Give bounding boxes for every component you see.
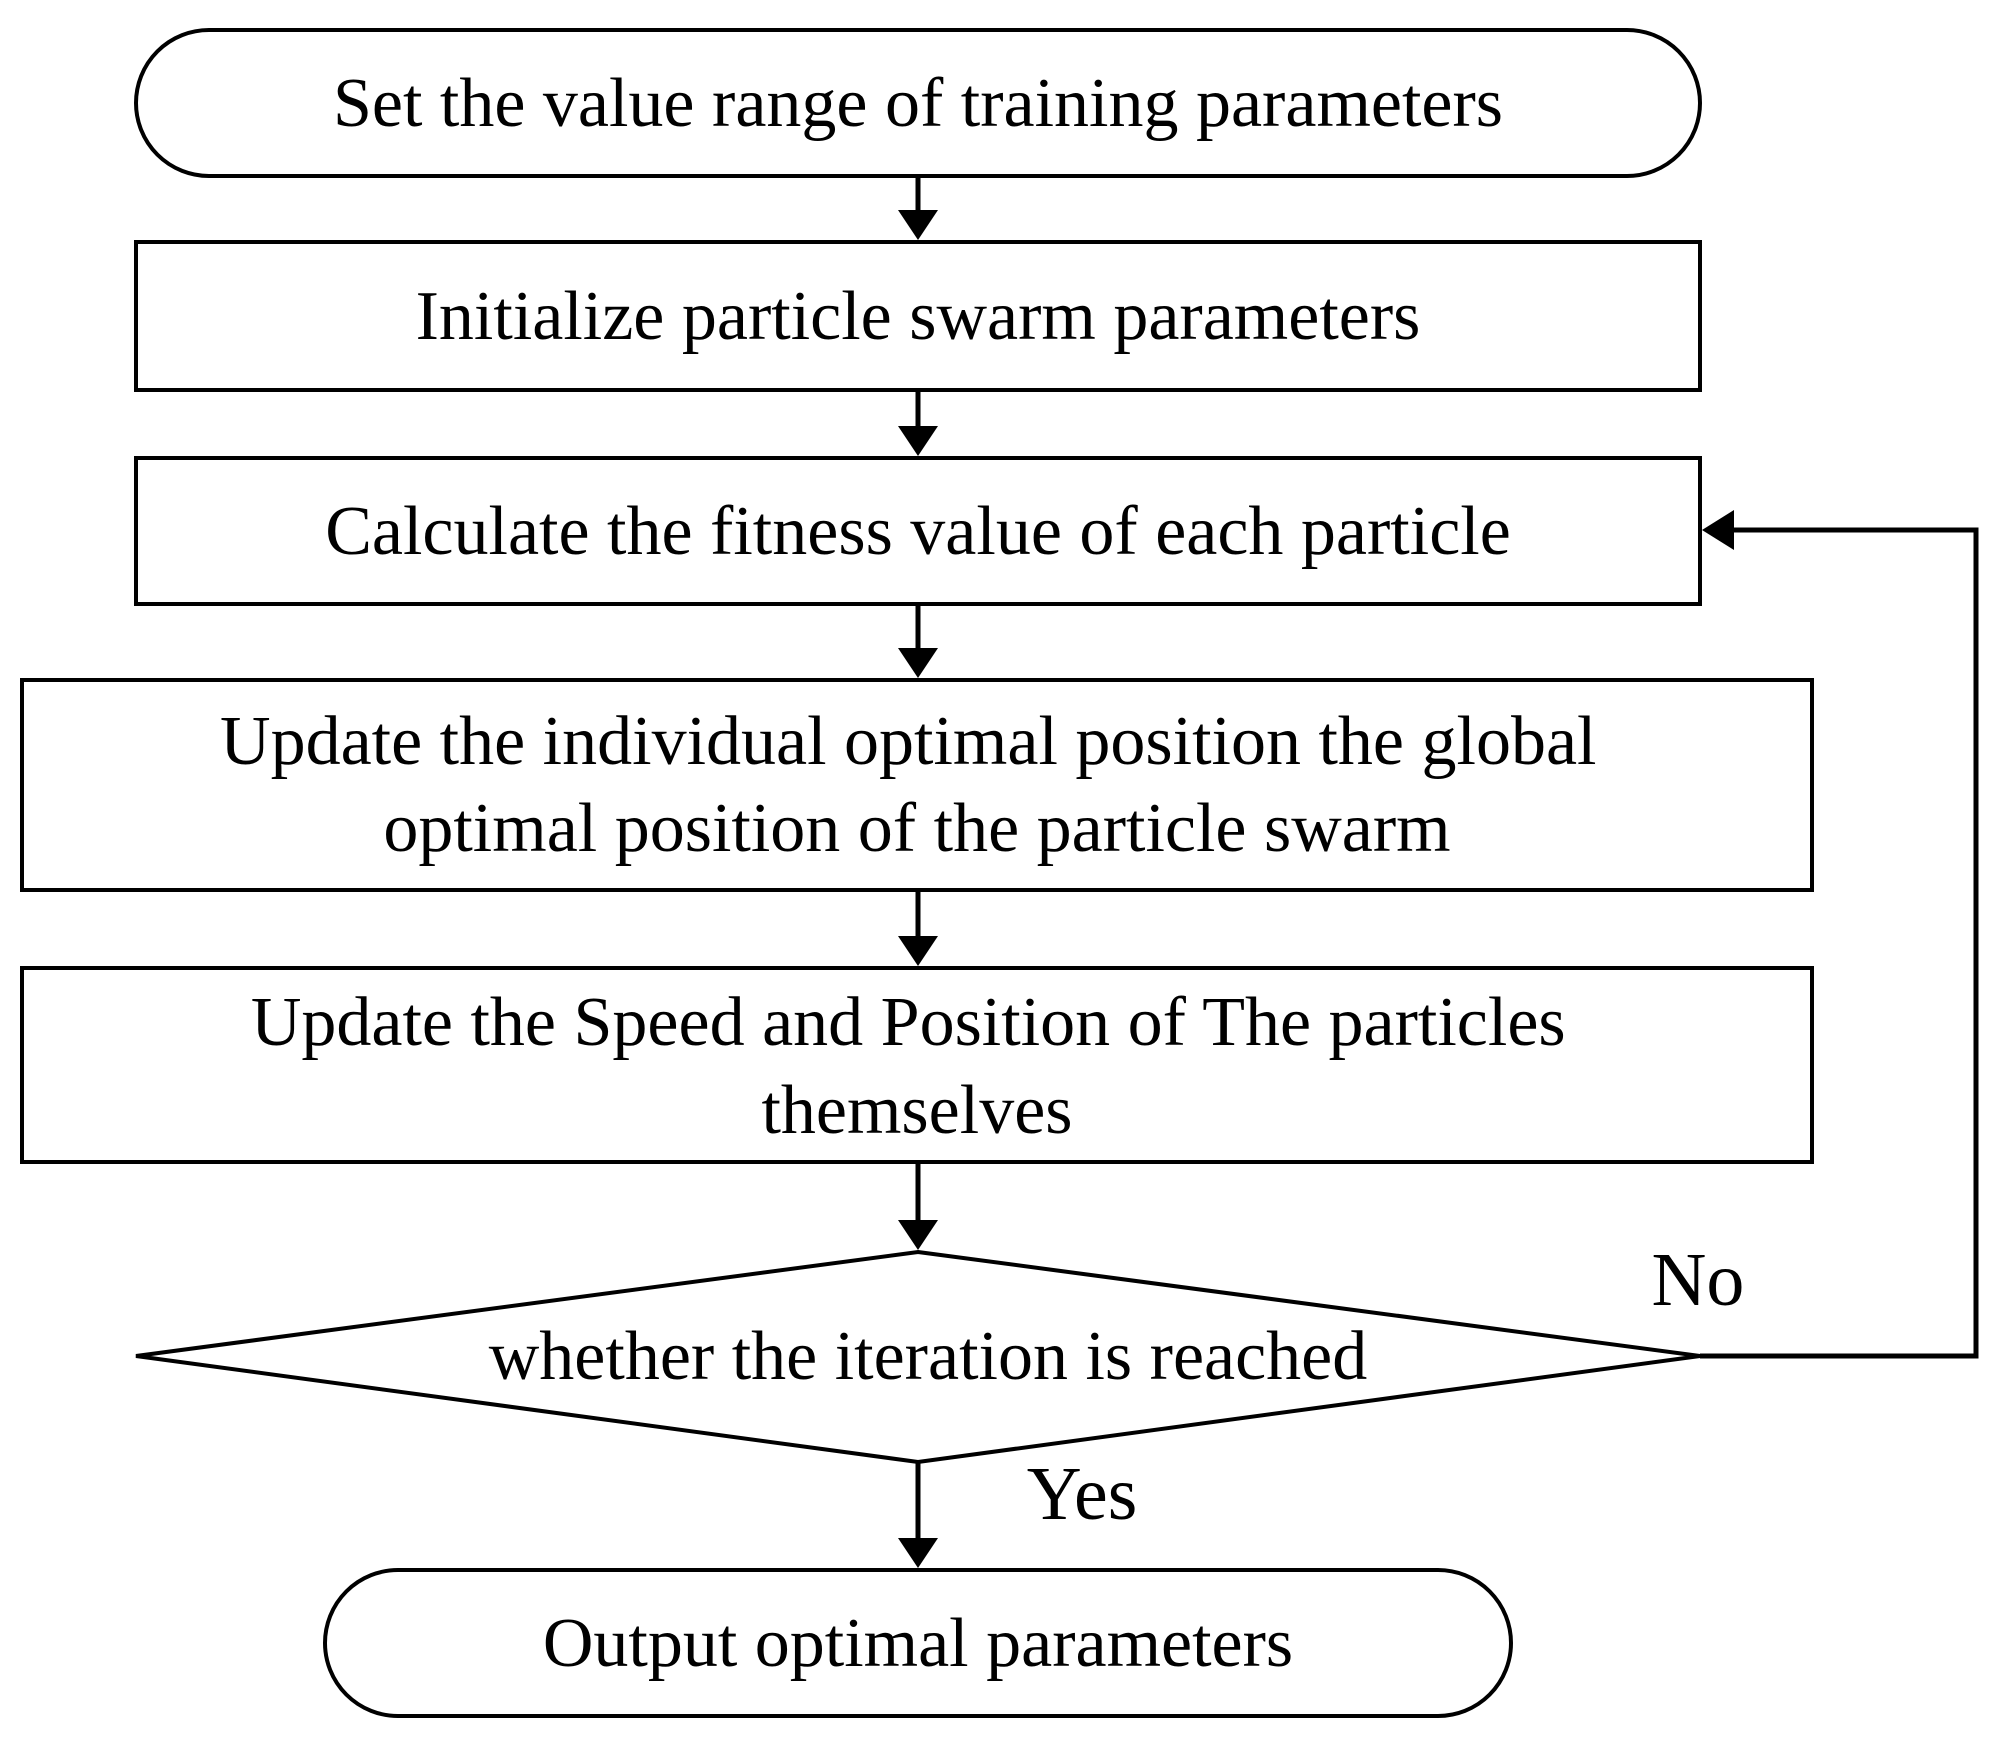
update-speed-process-label: Update the Speed and Position of The par… bbox=[251, 984, 1583, 1149]
end-terminal-shape bbox=[323, 1568, 1513, 1718]
yes-branch-label: Yes bbox=[1027, 1452, 1138, 1536]
fitness-process-label: Calculate the fitness value of each part… bbox=[325, 493, 1511, 570]
update-speed-process-shape bbox=[20, 966, 1814, 1164]
arrow-update-speed-to-decision bbox=[898, 1162, 938, 1250]
start-terminal-label: Set the value range of training paramete… bbox=[333, 65, 1503, 142]
update-best-process-label: Update the individual optimal position t… bbox=[220, 703, 1614, 867]
end-terminal-label: Output optimal parameters bbox=[543, 1605, 1293, 1682]
no-branch-label: No bbox=[1652, 1238, 1745, 1322]
arrow-start-to-init bbox=[898, 176, 938, 240]
arrow-decision-to-end bbox=[898, 1462, 938, 1568]
init-process-shape bbox=[134, 240, 1702, 392]
init-process-label: Initialize particle swarm parameters bbox=[416, 278, 1421, 355]
fitness-process-shape bbox=[134, 456, 1702, 606]
arrow-decision-no-loop bbox=[1700, 510, 1979, 1359]
arrow-init-to-fitness bbox=[898, 390, 938, 456]
decision-label: whether the iteration is reached bbox=[489, 1318, 1368, 1395]
update-best-process-shape bbox=[20, 678, 1814, 892]
arrow-fitness-to-update-best bbox=[898, 604, 938, 678]
arrow-update-best-to-update-speed bbox=[898, 890, 938, 966]
